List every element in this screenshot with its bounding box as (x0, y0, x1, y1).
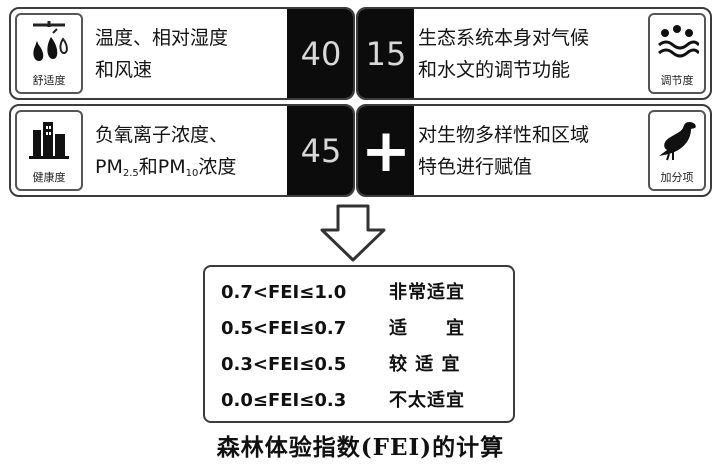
fei-level: 非常适宜 (389, 282, 465, 303)
regulation-icon-box: 调节度 (648, 13, 706, 94)
comfort-description: 温度、相对湿度 和风速 (95, 22, 228, 86)
comfort-icon-label: 舒适度 (32, 74, 66, 87)
comfort-icon-box: 舒适度 (15, 13, 83, 94)
fei-level: 较 适 宜 (389, 354, 461, 375)
fei-condition: 0.5<FEI≤0.7 (221, 318, 347, 339)
fei-row-1: 0.7<FEI≤1.0 非常适宜 (221, 278, 465, 304)
panel-comfort: 舒适度 温度、相对湿度 和风速 40 (9, 7, 355, 100)
fei-level-table: 0.7<FEI≤1.0 非常适宜 0.5<FEI≤0.7 适 宜 0.3<FEI≤0… (203, 265, 515, 423)
panel-health: 健康度 负氧离子浓度、 PM2.5和PM10浓度 45 (9, 104, 355, 197)
health-icon-box: 健康度 (15, 110, 83, 191)
water-waves-icon (658, 25, 699, 58)
bird-icon (659, 122, 696, 161)
fei-row-2: 0.5<FEI≤0.7 适 宜 (221, 314, 465, 340)
fei-row-4: 0.0≤FEI≤0.3 不太适宜 (221, 386, 465, 412)
bonus-icon-box: 加分项 (648, 110, 706, 191)
fei-level: 适 宜 (389, 318, 465, 339)
health-line-1: 负氧离子浓度、 (95, 124, 229, 146)
health-description: 负氧离子浓度、 PM2.5和PM10浓度 (95, 119, 236, 190)
fei-condition: 0.0≤FEI≤0.3 (221, 390, 347, 411)
comfort-weight: 40 (287, 9, 353, 98)
city-buildings-icon (29, 122, 69, 159)
fei-condition: 0.7<FEI≤1.0 (221, 282, 347, 303)
panel-regulation: 15 生态系统本身对气候 和水文的调节功能 调节度 (356, 7, 712, 100)
comfort-line-1: 温度、相对湿度 (95, 27, 229, 49)
fei-level: 不太适宜 (389, 390, 465, 411)
bonus-description: 对生物多样性和区域 特色进行赋值 (418, 119, 589, 183)
water-drops-icon (33, 21, 68, 61)
health-line-2: PM2.5和PM10浓度 (95, 156, 237, 179)
regulation-description: 生态系统本身对气候 和水文的调节功能 (418, 22, 589, 86)
regulation-weight: 15 (358, 9, 414, 98)
bonus-icon-label: 加分项 (660, 171, 694, 184)
health-weight: 45 (287, 106, 353, 195)
health-icon-label: 健康度 (32, 171, 66, 184)
fei-condition: 0.3<FEI≤0.5 (221, 354, 347, 375)
bonus-line-2: 特色进行赋值 (418, 156, 533, 178)
regulation-line-2: 和水文的调节功能 (418, 59, 571, 81)
figure-caption: 森林体验指数(FEI)的计算 (216, 434, 505, 461)
panel-bonus: + 对生物多样性和区域 特色进行赋值 加分项 (356, 104, 712, 197)
comfort-line-2: 和风速 (95, 59, 153, 81)
regulation-line-1: 生态系统本身对气候 (418, 27, 590, 49)
bonus-plus: + (358, 106, 414, 195)
fei-row-3: 0.3<FEI≤0.5 较 适 宜 (221, 350, 461, 376)
bonus-line-1: 对生物多样性和区域 (418, 124, 590, 146)
regulation-icon-label: 调节度 (660, 74, 694, 87)
down-arrow-icon (320, 204, 386, 262)
